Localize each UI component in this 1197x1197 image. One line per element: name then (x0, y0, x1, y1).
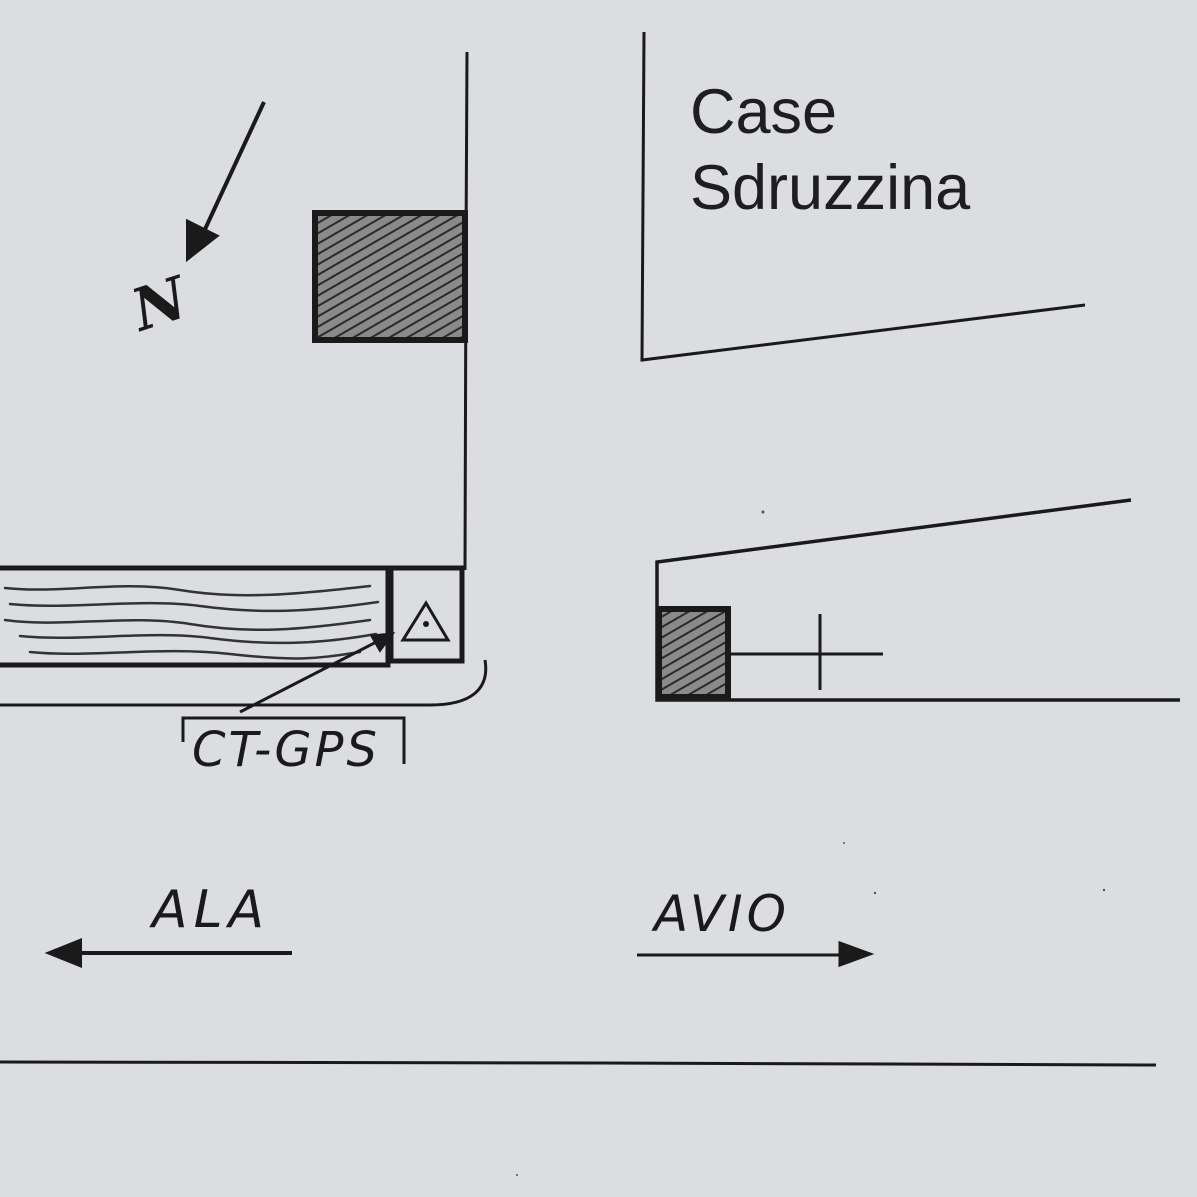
station-pointer (239, 632, 396, 714)
long-building (0, 565, 391, 668)
building-lower-right (656, 606, 731, 700)
arrow-left (44, 938, 292, 968)
building-upper (312, 210, 468, 343)
station-marker (388, 565, 465, 664)
arrow-right (637, 940, 875, 968)
north-arrow (186, 101, 266, 263)
place-name-line2: Sdruzzina (690, 153, 971, 223)
place-name-line1: Case (690, 77, 838, 147)
paper-specks (516, 510, 1106, 1176)
label-bracket (181, 716, 406, 764)
direction-label-right: AVIO (654, 885, 791, 943)
station-label: CT-GPS (192, 722, 380, 778)
road-curve (0, 659, 488, 707)
place-name: Case Sdruzzina (690, 74, 970, 226)
block-upper-right (640, 31, 1086, 362)
survey-cross (730, 614, 883, 690)
road-edge-bottom (0, 1060, 1157, 1067)
direction-label-left: ALA (152, 880, 271, 940)
block-lower-right (655, 498, 1180, 702)
